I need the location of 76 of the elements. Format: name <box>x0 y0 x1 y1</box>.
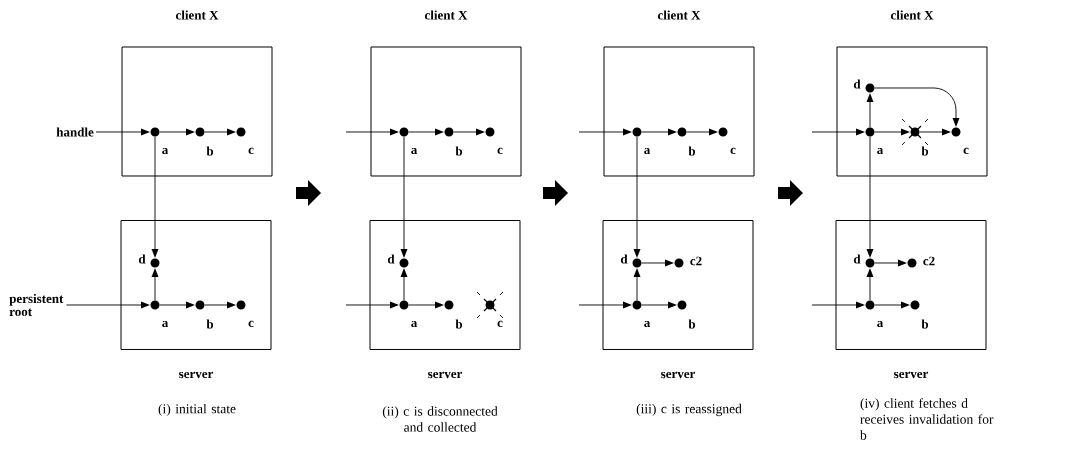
arrow <box>408 301 444 309</box>
dot-label: c <box>963 147 969 155</box>
arrow <box>866 268 874 301</box>
arrow <box>204 128 236 136</box>
dot-label: c2 <box>690 256 702 266</box>
arrow <box>686 128 718 136</box>
dot-label: b <box>206 146 214 156</box>
dot-label: c <box>497 147 503 155</box>
dot-label: a <box>411 147 418 155</box>
arrow <box>578 301 632 309</box>
node-label: client X <box>890 10 934 20</box>
dot-label: d <box>387 254 395 264</box>
node-label: client X <box>175 10 219 20</box>
arrow <box>408 128 444 136</box>
dot-label: c <box>248 147 254 155</box>
arrow <box>811 128 865 136</box>
node-label: server <box>179 371 214 379</box>
dot-label: c <box>248 320 254 328</box>
arrow <box>874 87 960 127</box>
node-label: client X <box>424 10 468 20</box>
arrow <box>159 301 195 309</box>
root-label: persistent root <box>9 293 64 317</box>
arrow <box>641 259 674 267</box>
dot-label: d <box>620 254 628 264</box>
arrow <box>578 128 632 136</box>
dot-label: b <box>455 319 463 329</box>
dot-label: b <box>921 146 929 156</box>
arrow <box>919 128 951 136</box>
dot-label: d <box>853 79 861 89</box>
arrow <box>641 128 677 136</box>
arrow <box>453 128 485 136</box>
dot-label: a <box>162 147 169 155</box>
arrow <box>641 301 677 309</box>
caption: (iv) client fetches d receives invalidation for b <box>860 398 994 440</box>
node-label: server <box>661 371 696 379</box>
arrow <box>874 301 910 309</box>
caption: (iii) c is reassigned <box>636 403 742 417</box>
arrow <box>65 301 150 309</box>
dot-label: b <box>688 319 696 329</box>
dot-label: d <box>853 254 861 264</box>
dot-label: a <box>162 320 169 328</box>
dot-label: c <box>730 147 736 155</box>
dot-label: a <box>877 147 884 155</box>
arrow <box>159 128 195 136</box>
dot-label: c <box>497 320 503 328</box>
caption: (i) initial state <box>158 403 236 417</box>
arrow <box>633 268 641 301</box>
arrow <box>400 268 408 301</box>
arrow <box>874 128 910 136</box>
arrow <box>866 93 874 128</box>
arrow <box>204 301 236 309</box>
dot-label: d <box>138 254 146 264</box>
dot-label: a <box>644 147 651 155</box>
arrow <box>874 259 907 267</box>
node-label: client X <box>657 10 701 20</box>
arrow <box>95 128 150 136</box>
dot-label: b <box>206 319 214 329</box>
arrow <box>811 301 865 309</box>
dot-label: a <box>877 320 884 328</box>
arrow <box>151 268 159 301</box>
arrow <box>400 136 408 258</box>
arrow <box>633 136 641 258</box>
dot-label: b <box>688 146 696 156</box>
arrow <box>151 136 159 258</box>
dot-label: c2 <box>923 256 935 266</box>
handle-label: handle <box>56 127 94 137</box>
arrow <box>345 301 399 309</box>
dot-label: a <box>644 320 651 328</box>
node-label: server <box>428 371 463 379</box>
node-label: server <box>894 371 929 379</box>
arrow <box>345 128 399 136</box>
dot-label: b <box>921 319 929 329</box>
dot-label: b <box>455 146 463 156</box>
dot-label: a <box>411 320 418 328</box>
arrow <box>866 136 874 258</box>
caption: (ii) c is disconnected and collected <box>382 406 498 432</box>
